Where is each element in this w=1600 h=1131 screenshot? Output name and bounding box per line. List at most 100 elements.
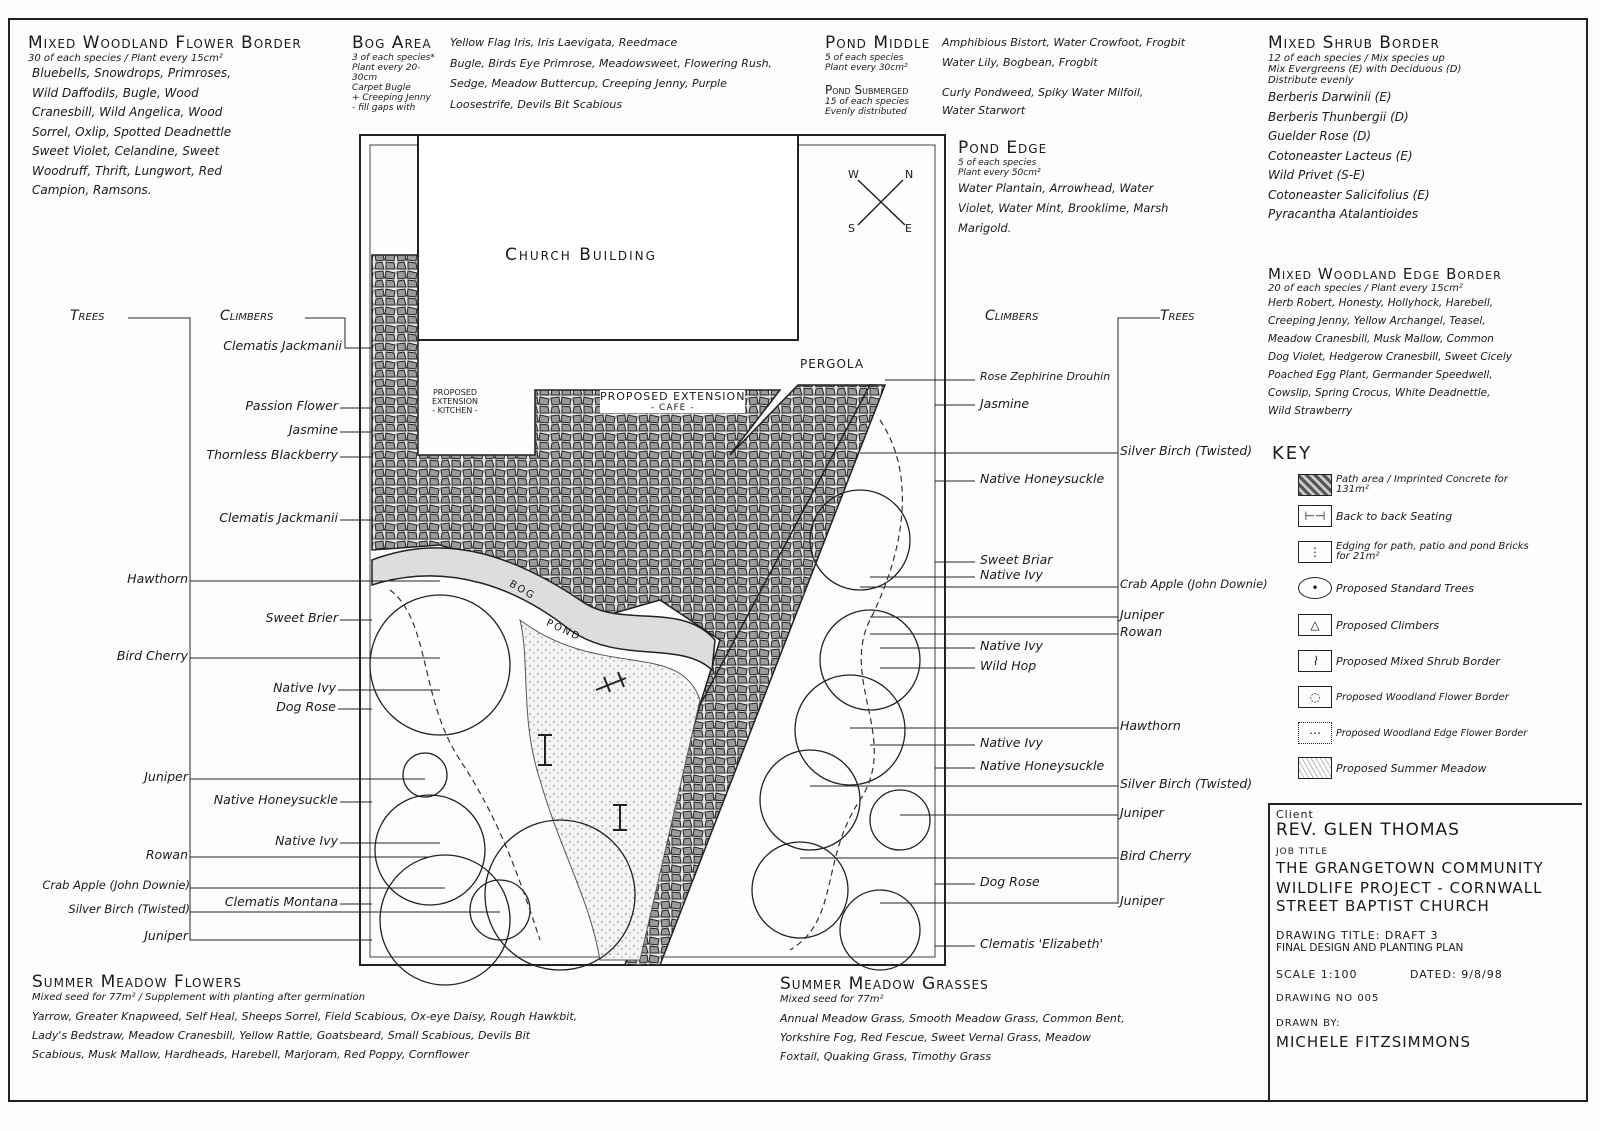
key-item-path: Path area / Imprinted Concrete for 131m² bbox=[1298, 474, 1536, 496]
note-line: Campion, Ramsons. bbox=[32, 183, 152, 197]
note-line: Water Plantain, Arrowhead, Water bbox=[958, 181, 1154, 195]
note-sub: 3 of each species* bbox=[352, 53, 435, 63]
drawing-title-2: Final Design and Planting Plan bbox=[1276, 942, 1464, 954]
cafe-extension-label: Proposed Extension- Cafe - bbox=[600, 390, 746, 413]
edging-icon: ⋮ bbox=[1298, 541, 1332, 563]
key-label: Back to back Seating bbox=[1336, 509, 1453, 523]
note-sub: Mixed seed for 77m² bbox=[780, 994, 884, 1005]
note-line: Foxtail, Quaking Grass, Timothy Grass bbox=[780, 1050, 991, 1063]
climber-label: Native Honeysuckle bbox=[980, 758, 1105, 773]
climber-label: Native Ivy bbox=[980, 638, 1043, 653]
job-title-line: Street Baptist Church bbox=[1276, 897, 1490, 915]
leader-lines bbox=[128, 317, 1160, 947]
right-trees-heading: Trees bbox=[1160, 308, 1195, 324]
tree-label: Juniper bbox=[144, 769, 188, 784]
note-line: Dog Violet, Hedgerow Cranesbill, Sweet C… bbox=[1268, 351, 1513, 363]
note-line: Berberis Darwinii (E) bbox=[1268, 90, 1392, 104]
note-title: Pond Middle bbox=[825, 33, 931, 53]
paving-swatch-icon bbox=[1298, 474, 1332, 496]
title-block: Client Rev. Glen Thomas Job Title The Gr… bbox=[1268, 803, 1582, 1100]
note-line: Meadow Cranesbill, Musk Mallow, Common bbox=[1268, 333, 1494, 345]
key-item-seating: ⊢⊣Back to back Seating bbox=[1298, 505, 1452, 527]
note-line: Amphibious Bistort, Water Crowfoot, Frog… bbox=[942, 36, 1186, 49]
note-line: Water Lily, Bogbean, Frogbit bbox=[942, 56, 1098, 69]
bog-pond-band bbox=[371, 547, 716, 672]
note-line: Yarrow, Greater Knapweed, Self Heal, She… bbox=[32, 1010, 578, 1023]
tree-label: Juniper bbox=[1120, 893, 1164, 908]
climber-label: Clematis Montana bbox=[224, 894, 338, 909]
note-title: Bog Area bbox=[352, 33, 432, 53]
job-title-label: Job Title bbox=[1276, 847, 1329, 857]
note-line: Violet, Water Mint, Brooklime, Marsh bbox=[958, 201, 1169, 215]
key-title: Key bbox=[1272, 443, 1313, 464]
note-line: Curly Pondweed, Spiky Water Milfoil, bbox=[942, 86, 1144, 99]
left-trees-heading: Trees bbox=[70, 308, 105, 324]
key-item-meadow: Proposed Summer Meadow bbox=[1298, 757, 1486, 779]
bog-species-list: Yellow Flag Iris, Iris Laevigata, Reedma… bbox=[450, 33, 772, 115]
note-line: Lady's Bedstraw, Meadow Cranesbill, Yell… bbox=[32, 1029, 531, 1042]
note-line: Sedge, Meadow Buttercup, Creeping Jenny,… bbox=[450, 77, 727, 90]
note-sub: Mix Evergreens (E) with Deciduous (D) bbox=[1268, 64, 1462, 75]
note-line: Marigold. bbox=[958, 221, 1012, 235]
woodland-edge-icon: ⋯ bbox=[1298, 722, 1332, 744]
sheet-border bbox=[8, 18, 1588, 1102]
key-label: Proposed Woodland Edge Flower Border bbox=[1336, 727, 1528, 739]
note-sub: 30cm bbox=[352, 73, 378, 83]
note-title: Summer Meadow Grasses bbox=[780, 974, 989, 994]
dated: Dated: 9/8/98 bbox=[1410, 968, 1503, 981]
note-mixed-shrub-border: Mixed Shrub Border 12 of each species / … bbox=[1268, 33, 1461, 225]
left-climbers-heading: Climbers bbox=[220, 308, 274, 324]
note-line: Pyracantha Atalantioides bbox=[1268, 207, 1419, 221]
note-line: Cranesbill, Wild Angelica, Wood bbox=[32, 105, 223, 119]
client-name: Rev. Glen Thomas bbox=[1276, 820, 1460, 840]
note-sub: Plant every 20- bbox=[352, 63, 421, 73]
kitchen-extension-label: ProposedExtension- Kitchen - bbox=[432, 388, 478, 415]
note-sub: Evenly distributed bbox=[825, 107, 907, 117]
pergola-label: Pergola bbox=[800, 357, 865, 371]
drawing-title: Drawing Title: Draft 3 bbox=[1276, 929, 1439, 942]
note-title: Summer Meadow Flowers bbox=[32, 972, 242, 992]
climber-label: Sweet Briar bbox=[980, 552, 1053, 567]
climber-label: Thornless Blackberry bbox=[206, 447, 338, 462]
note-line: Bluebells, Snowdrops, Primroses, bbox=[32, 66, 232, 80]
label-line: Extension bbox=[432, 397, 479, 406]
tree-label: Hawthorn bbox=[127, 571, 188, 586]
key-label: Path area / Imprinted Concrete for 131m² bbox=[1336, 474, 1508, 495]
note-title: Mixed Woodland Edge Border bbox=[1268, 265, 1502, 283]
note-line: Sweet Violet, Celandine, Sweet bbox=[32, 144, 220, 158]
woodland-flower-icon: ◌ bbox=[1298, 686, 1332, 708]
label-line: Proposed bbox=[432, 388, 478, 397]
key-item-climbers: △Proposed Climbers bbox=[1298, 614, 1439, 636]
tree-label: Rowan bbox=[1120, 624, 1163, 639]
note-sub: 5 of each species bbox=[958, 158, 1037, 168]
tree-label: Crab Apple (John Downie) bbox=[1120, 577, 1268, 591]
note-sub: Plant every 50cm² bbox=[958, 168, 1041, 178]
climber-label: Native Ivy bbox=[980, 567, 1043, 582]
note-line: Cotoneaster Lacteus (E) bbox=[1268, 148, 1413, 163]
note-line: Loosestrife, Devils Bit Scabious bbox=[450, 97, 623, 111]
note-line: Yellow Flag Iris, Iris Laevigata, Reedma… bbox=[450, 36, 678, 49]
key-item-trees: •Proposed Standard Trees bbox=[1298, 577, 1474, 599]
note-line: Wild Strawberry bbox=[1268, 405, 1353, 417]
note-line: Annual Meadow Grass, Smooth Meadow Grass… bbox=[780, 1012, 1125, 1025]
note-line: Cowslip, Spring Crocus, White Deadnettle… bbox=[1268, 387, 1491, 399]
climber-label: Jasmine bbox=[980, 396, 1030, 411]
note-sub: Carpet Bugle bbox=[352, 83, 411, 93]
note-sub: 15 of each species bbox=[825, 97, 910, 107]
climber-label: Clematis Jackmanii bbox=[223, 338, 342, 353]
tree-icon: • bbox=[1298, 577, 1332, 599]
compass-e: E bbox=[905, 222, 912, 235]
climber-label: Jasmine bbox=[288, 422, 338, 437]
climber-label: Native Ivy bbox=[980, 735, 1043, 750]
compass-icon bbox=[857, 179, 906, 226]
tree-label: Crab Apple (John Downie) bbox=[42, 878, 190, 892]
scale: Scale 1:100 bbox=[1276, 968, 1358, 981]
climber-label: Clematis Jackmanii bbox=[219, 510, 338, 525]
key-label: Edging for path, patio and pond Bricks f… bbox=[1336, 541, 1529, 562]
note-title: Mixed Shrub Border bbox=[1268, 33, 1440, 53]
climber-label: Native Honeysuckle bbox=[213, 792, 338, 807]
climber-label: Native Ivy bbox=[275, 833, 338, 848]
